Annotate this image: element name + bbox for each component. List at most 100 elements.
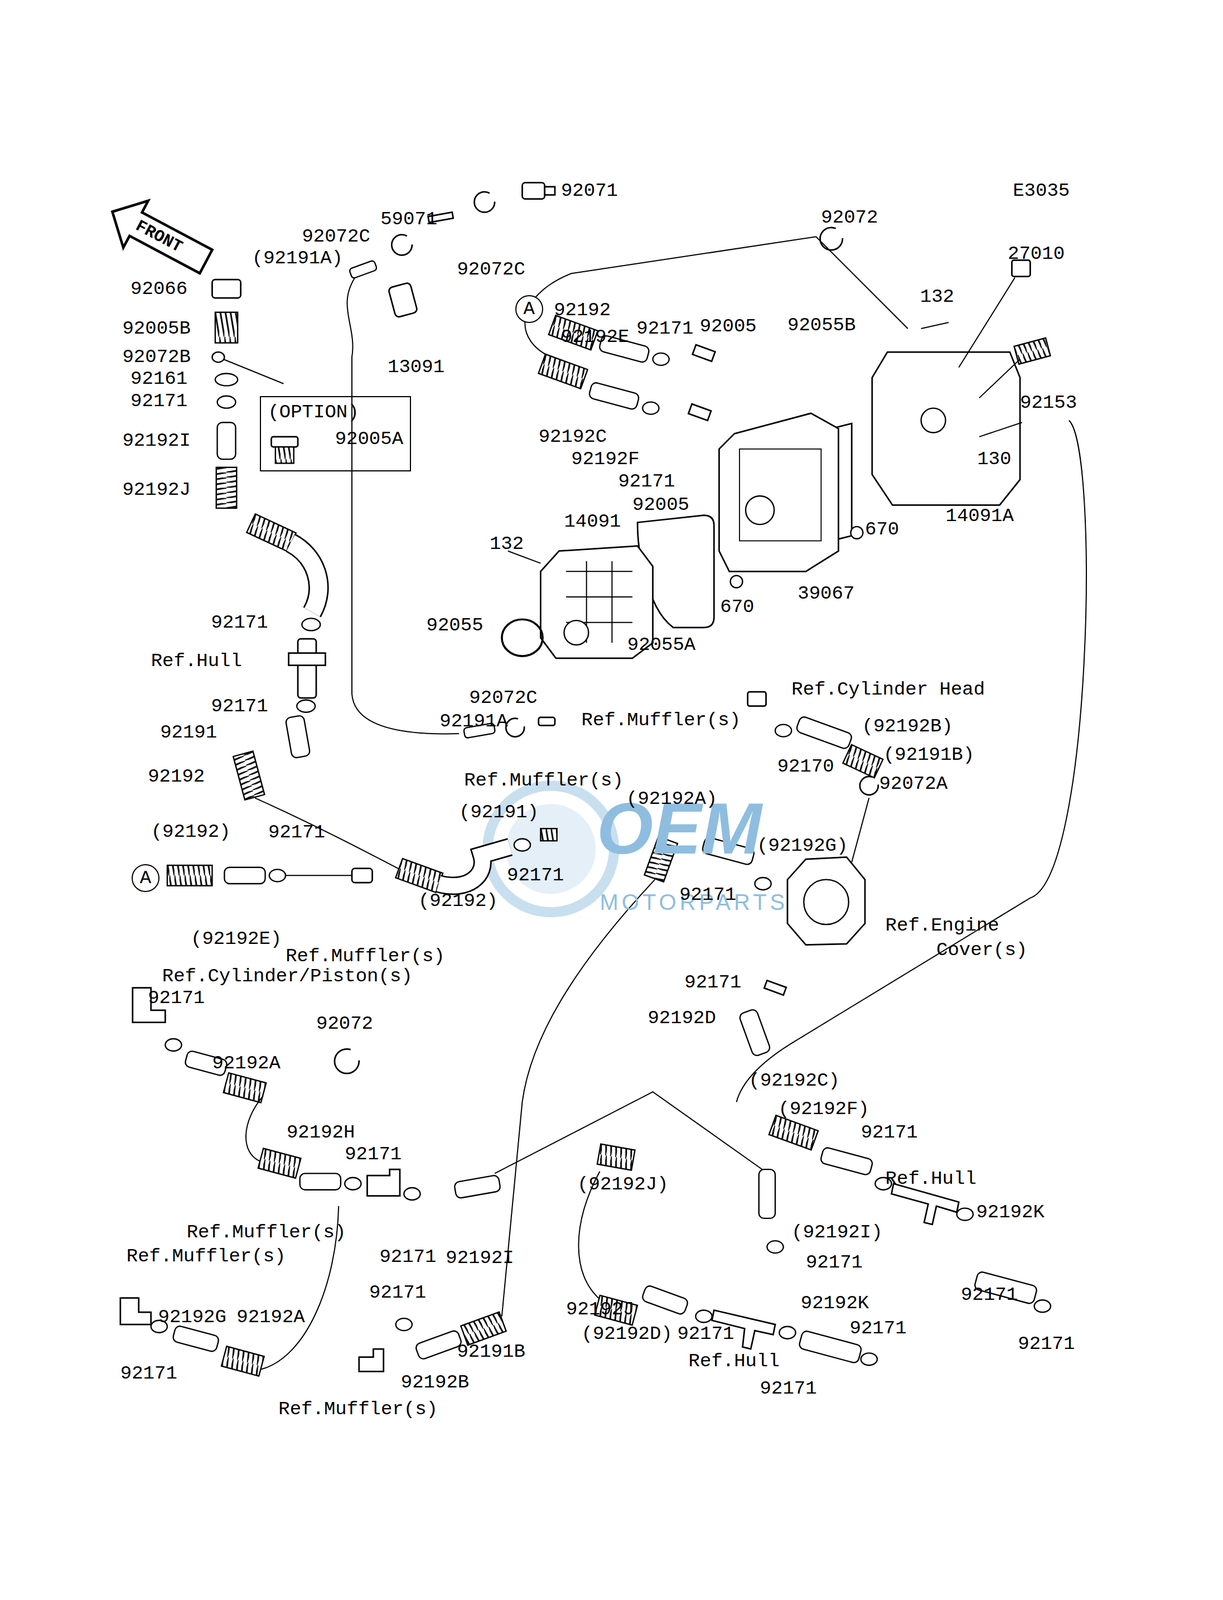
lower-hoses-shape	[956, 1207, 974, 1221]
callout-number: 92171	[805, 1252, 863, 1272]
middle-hoses-shape	[395, 858, 443, 893]
callout-number: 92171	[617, 471, 675, 491]
reference-note: Ref.Muffler(s)	[186, 1222, 347, 1242]
callout-number: 92066	[130, 279, 188, 299]
callout-number: 92171	[130, 391, 188, 411]
cover-plates-shape	[501, 619, 543, 656]
reference-note: Ref.Engine	[885, 915, 1000, 935]
cover-plates-shape	[850, 526, 863, 539]
bracketed-callout: (92192)	[418, 891, 499, 911]
lower-hoses-shape	[221, 1345, 265, 1376]
reference-circle: A	[131, 863, 160, 892]
reference-circle: A	[515, 295, 544, 323]
upper-hoses-shape	[653, 353, 670, 366]
filler-parts-shape	[211, 351, 225, 362]
callout-number: 92191B	[456, 1341, 525, 1361]
lower-hoses-shape	[258, 1147, 302, 1178]
reference-note: Ref.Muffler(s)	[278, 1399, 438, 1419]
callout-number: 92192I	[122, 431, 191, 451]
middle-hoses-shape	[269, 868, 286, 882]
lower-hoses-shape	[223, 1072, 267, 1102]
middle-hoses-shape	[842, 744, 883, 778]
callout-number: 92171	[677, 1323, 734, 1343]
middle-hoses-shape	[351, 868, 373, 883]
cover-plates-shape	[563, 620, 589, 645]
bracketed-callout: (92192D)	[581, 1323, 673, 1343]
reference-note: Ref.Muffler(s)	[581, 710, 742, 730]
callout-number: 92171	[268, 822, 326, 842]
callout-number: 92005B	[122, 318, 191, 338]
filler-parts-shape	[217, 395, 236, 409]
filler-parts-shape	[254, 797, 400, 869]
middle-hoses-shape	[540, 828, 557, 841]
lower-hoses-shape	[334, 1048, 360, 1073]
top-fittings-shape	[391, 234, 413, 256]
top-fittings-shape	[505, 718, 525, 737]
filler-parts-shape	[290, 542, 319, 612]
lower-hoses-shape	[769, 1114, 819, 1150]
filler-parts-shape	[233, 751, 265, 800]
middle-hoses	[167, 420, 1087, 1317]
callout-number: 132	[489, 534, 524, 554]
callout-number: 92072C	[456, 259, 525, 279]
lower-hoses	[120, 987, 1051, 1376]
cover-plates-shape	[739, 448, 821, 541]
bracketed-callout: (92192I)	[791, 1222, 883, 1242]
filler-parts-shape	[215, 373, 238, 386]
bracketed-callout: (92191B)	[883, 745, 975, 765]
callout-number: 92005	[699, 316, 757, 336]
lower-hoses-shape	[695, 1309, 712, 1323]
callout-number: 92171	[684, 972, 742, 992]
reference-letter: A	[139, 868, 152, 888]
callout-number: 92171	[147, 988, 205, 1008]
top-fittings-shape	[544, 186, 555, 196]
middle-hoses-shape	[514, 838, 531, 852]
bracketed-callout: (92192G)	[756, 835, 848, 855]
option-bolt-shape	[275, 446, 294, 463]
option-box: (OPTION)92005A	[259, 395, 412, 472]
upper-hoses-shape	[688, 403, 712, 421]
callout-number: 92171	[369, 1282, 427, 1302]
arrow-shape	[102, 195, 217, 278]
filler-parts-shape	[215, 312, 238, 343]
lower-hoses-shape	[861, 1352, 878, 1365]
middle-hoses-shape	[787, 856, 865, 945]
lower-hoses-shape	[766, 1240, 783, 1253]
lower-hoses-shape	[460, 1311, 506, 1345]
callout-number: 92072	[316, 1013, 374, 1033]
callout-number: 92192B	[400, 1372, 470, 1392]
front-arrow: FRONT	[102, 195, 217, 278]
filler-parts	[211, 279, 400, 869]
diagram-code: E3035	[1012, 181, 1070, 201]
cover-plates-shape	[730, 575, 743, 588]
callout-number: 27010	[1007, 244, 1065, 264]
callout-number: 92055	[426, 615, 484, 635]
callout-number: 92192H	[286, 1122, 355, 1142]
upper-hoses	[538, 315, 716, 420]
callout-number: 92192E	[561, 327, 630, 347]
bracketed-callout: (92192J)	[577, 1174, 669, 1194]
callout-number: 92192J	[566, 1299, 635, 1319]
callout-number: 92192K	[975, 1202, 1044, 1222]
cover-plates-shape	[745, 495, 775, 525]
filler-parts-shape	[285, 714, 311, 759]
filler-parts-shape	[216, 467, 238, 509]
reference-note: Ref.Hull	[688, 1351, 780, 1371]
filler-parts-shape	[246, 513, 296, 551]
lower-hoses-shape	[359, 1348, 384, 1371]
filler-parts-shape	[296, 699, 316, 713]
lower-hoses-shape	[120, 1297, 152, 1325]
bracketed-callout: (92192B)	[862, 716, 954, 736]
middle-hoses-shape	[224, 867, 265, 884]
reference-note: Ref.Hull	[885, 1168, 977, 1188]
callout-number: 92171	[379, 1246, 437, 1266]
callout-number: 92071	[561, 181, 618, 201]
lower-hoses-shape	[597, 1143, 636, 1171]
top-fittings-shape	[346, 277, 459, 734]
callout-number: 92192G	[157, 1307, 226, 1327]
filler-parts-shape	[211, 279, 241, 298]
upper-hoses-shape	[588, 381, 640, 410]
callout-number: 92153	[1020, 393, 1077, 413]
top-fittings-shape	[521, 182, 545, 199]
